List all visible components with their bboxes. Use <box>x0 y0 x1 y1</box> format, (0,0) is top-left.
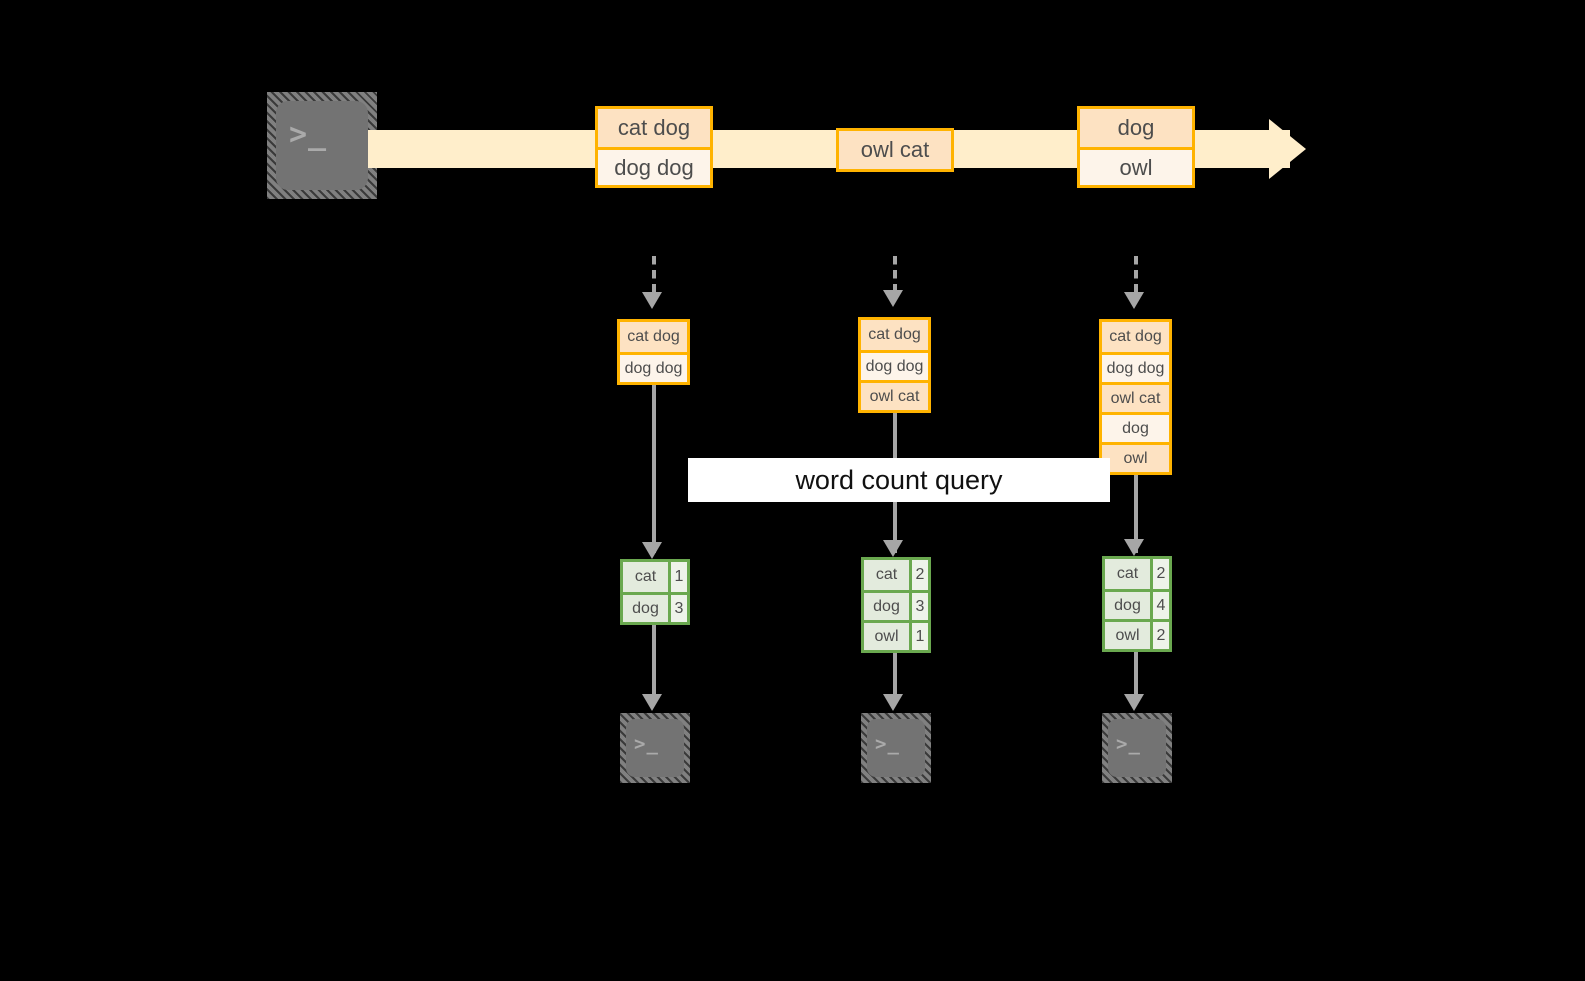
message-line: owl <box>1080 147 1192 185</box>
result-row: cat 1 <box>623 562 687 592</box>
result-row: owl 1 <box>864 620 928 650</box>
snapshot-input-row: cat dog <box>620 322 687 352</box>
result-count: 2 <box>1150 622 1169 649</box>
result-table: cat 1 dog 3 <box>620 559 690 625</box>
terminal-screen <box>867 719 925 777</box>
result-count: 4 <box>1150 592 1169 619</box>
result-sink-line <box>893 653 897 701</box>
result-row: dog 3 <box>623 592 687 622</box>
query-label: word count query <box>688 458 1110 502</box>
result-word: owl <box>864 623 909 650</box>
terminal-prompt-icon: >_ <box>289 117 328 152</box>
message-line: dog <box>1080 109 1192 147</box>
snapshot-input-row: dog dog <box>861 350 928 380</box>
message-line: dog dog <box>598 147 710 185</box>
snapshot-input-table: cat dog dog dog owl cat <box>858 317 931 413</box>
result-count: 1 <box>909 623 928 650</box>
snapshot-tap-arrowhead <box>642 292 662 309</box>
stream-message: owl cat <box>836 128 954 172</box>
snapshot-input-row: owl <box>1102 442 1169 472</box>
result-table: cat 2 dog 3 owl 1 <box>861 557 931 653</box>
snapshot-tap-line <box>893 256 897 296</box>
sink-terminal: >_ <box>620 713 690 783</box>
terminal-screen <box>626 719 684 777</box>
terminal-prompt-icon: >_ <box>875 733 900 755</box>
result-row: cat 2 <box>864 560 928 590</box>
query-flow-line <box>1134 475 1138 553</box>
stream-message: dog owl <box>1077 106 1195 188</box>
snapshot-input-row: owl cat <box>861 380 928 410</box>
result-count: 2 <box>909 560 928 590</box>
result-word: dog <box>1105 592 1150 619</box>
result-count: 3 <box>909 593 928 620</box>
result-word: dog <box>864 593 909 620</box>
result-count: 2 <box>1150 559 1169 589</box>
sink-terminal: >_ <box>861 713 931 783</box>
result-count: 1 <box>668 562 687 592</box>
snapshot-input-row: dog dog <box>1102 352 1169 382</box>
result-word: owl <box>1105 622 1150 649</box>
result-word: cat <box>623 562 668 592</box>
snapshot-input-row: dog <box>1102 412 1169 442</box>
snapshot-tap-line <box>1134 256 1138 296</box>
query-flow-arrowhead <box>883 540 903 557</box>
snapshot-input-row: cat dog <box>1102 322 1169 352</box>
result-sink-arrowhead <box>642 694 662 711</box>
result-table: cat 2 dog 4 owl 2 <box>1102 556 1172 652</box>
snapshot-input-row: dog dog <box>620 352 687 382</box>
result-row: dog 4 <box>1105 589 1169 619</box>
terminal-screen <box>1108 719 1166 777</box>
snapshot-tap-line <box>652 256 656 296</box>
terminal-prompt-icon: >_ <box>634 733 659 755</box>
result-sink-arrowhead <box>1124 694 1144 711</box>
result-row: owl 2 <box>1105 619 1169 649</box>
result-sink-arrowhead <box>883 694 903 711</box>
result-row: dog 3 <box>864 590 928 620</box>
snapshot-tap-arrowhead <box>1124 292 1144 309</box>
sink-terminal: >_ <box>1102 713 1172 783</box>
result-word: cat <box>1105 559 1150 589</box>
source-terminal: >_ <box>267 92 377 199</box>
snapshot-tap-arrowhead <box>883 290 903 307</box>
result-word: cat <box>864 560 909 590</box>
result-row: cat 2 <box>1105 559 1169 589</box>
message-line: cat dog <box>598 109 710 147</box>
result-word: dog <box>623 595 668 622</box>
result-sink-line <box>1134 652 1138 701</box>
snapshot-input-row: owl cat <box>1102 382 1169 412</box>
snapshot-input-row: cat dog <box>861 320 928 350</box>
stream-message: cat dog dog dog <box>595 106 713 188</box>
message-line: owl cat <box>839 131 951 169</box>
query-label-text: word count query <box>795 464 1003 495</box>
snapshot-input-table: cat dog dog dog <box>617 319 690 385</box>
result-sink-line <box>652 625 656 701</box>
event-stream-arrowhead <box>1269 119 1306 179</box>
query-flow-arrowhead <box>1124 539 1144 556</box>
query-flow-line <box>652 385 656 553</box>
terminal-prompt-icon: >_ <box>1116 733 1141 755</box>
terminal-screen <box>276 101 368 190</box>
query-flow-arrowhead <box>642 542 662 559</box>
snapshot-input-table: cat dog dog dog owl cat dog owl <box>1099 319 1172 475</box>
result-count: 3 <box>668 595 687 622</box>
